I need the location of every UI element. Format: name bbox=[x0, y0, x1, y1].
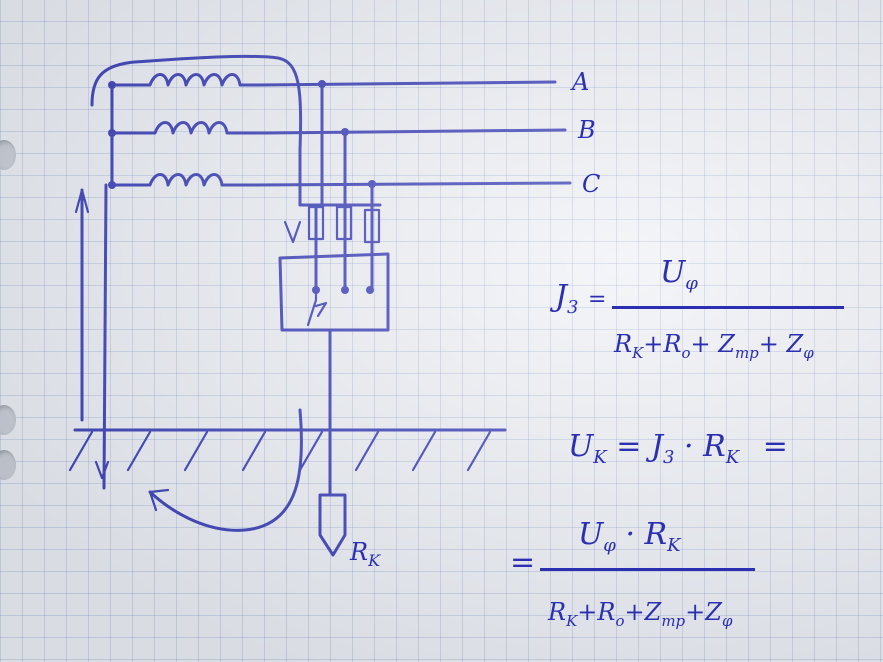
phase-label-b: B bbox=[578, 116, 596, 144]
formula3-numerator: Uφ · RK bbox=[578, 517, 681, 556]
formula3-fraction-bar bbox=[540, 568, 755, 571]
node-neutral-b bbox=[108, 129, 116, 137]
terminal-c bbox=[366, 286, 374, 294]
earth-current-path bbox=[148, 408, 303, 532]
coil-b bbox=[110, 121, 567, 135]
fuse-a bbox=[307, 205, 325, 241]
loop-arrow-head bbox=[283, 220, 302, 244]
formula3-eq: = bbox=[510, 545, 536, 580]
coil-a bbox=[110, 73, 557, 87]
binder-hole-bottom bbox=[0, 450, 16, 480]
formula1-fraction-bar bbox=[612, 306, 844, 309]
equipment-enclosure bbox=[278, 252, 390, 332]
drop-a bbox=[314, 82, 324, 292]
formula1-denominator: RK+Ro+ Zтр+ Zφ bbox=[614, 330, 814, 362]
phase-label-a: A bbox=[572, 68, 590, 96]
fuse-b bbox=[335, 205, 353, 241]
formula2: UK = J3 · RK = bbox=[568, 429, 788, 468]
earth-current-arrow bbox=[148, 488, 170, 512]
fault-path bbox=[306, 288, 328, 327]
binder-hole-mid bbox=[0, 405, 16, 435]
neutral-loop-wire bbox=[90, 54, 303, 207]
phase-label-c: C bbox=[582, 170, 601, 198]
fuse-c bbox=[363, 208, 381, 244]
binder-hole-top bbox=[0, 140, 16, 170]
node-neutral-a bbox=[108, 81, 116, 89]
neutral-to-ground bbox=[102, 183, 108, 490]
ground-resistor-label: RK bbox=[350, 538, 381, 570]
node-neutral-c bbox=[108, 181, 116, 189]
formula1-numerator: Uφ bbox=[660, 255, 698, 294]
formula1-lhs: J3 = bbox=[555, 279, 607, 318]
return-current-arrow bbox=[74, 188, 90, 214]
formula3-denominator: RK+Ro+Zтр+Zφ bbox=[548, 598, 733, 630]
neutral-ground-arrow bbox=[94, 460, 110, 480]
ground-hatching bbox=[68, 430, 492, 472]
coil-c bbox=[110, 173, 572, 187]
ground-electrode bbox=[318, 493, 347, 557]
terminal-b bbox=[341, 286, 349, 294]
